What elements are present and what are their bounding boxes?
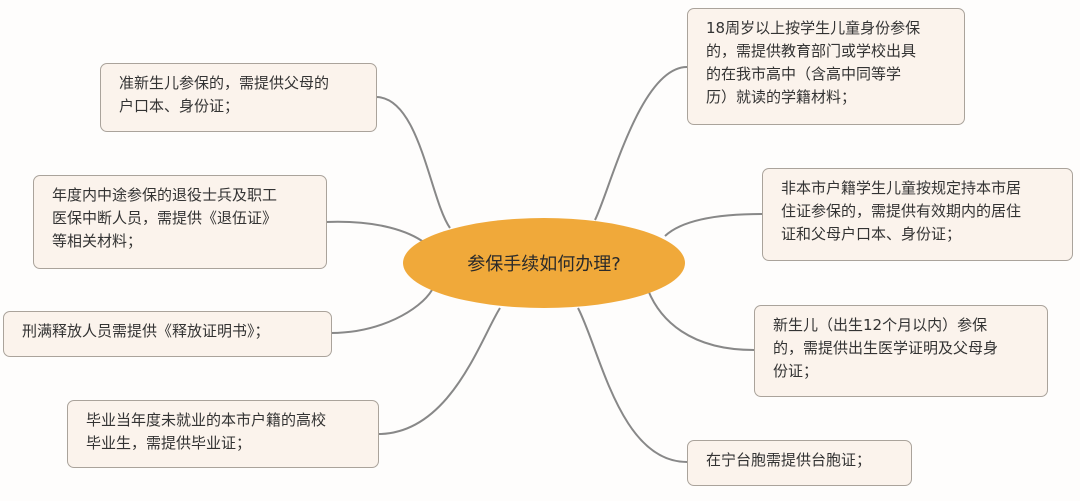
- topic-released-prisoners[interactable]: 刑满释放人员需提供《释放证明书》；: [3, 311, 332, 357]
- topic-text-line: 的在我市高中（含高中同等学: [706, 65, 902, 83]
- link-right-2: [664, 213, 763, 237]
- topic-taiwan-compatriots[interactable]: 在宁台胞需提供台胞证；: [687, 440, 912, 486]
- topic-text-line: 的，需提供教育部门或学校出具: [706, 42, 917, 60]
- topic-text-line: 毕业当年度未就业的本市户籍的高校: [86, 411, 327, 429]
- topic-veterans[interactable]: 年度内中途参保的退役士兵及职工 医保中断人员，需提供《退伍证》 等相关材料；: [33, 175, 327, 269]
- topic-text-line: 证和父母户口本、身份证；: [781, 225, 962, 243]
- link-right-4: [577, 307, 688, 463]
- topic-graduates[interactable]: 毕业当年度未就业的本市户籍的高校 毕业生，需提供毕业证；: [67, 400, 379, 468]
- topic-text-line: 准新生儿参保的，需提供父母的: [119, 74, 330, 92]
- topic-text-line: 份证；: [773, 362, 819, 380]
- link-right-3: [647, 289, 755, 351]
- central-topic-label: 参保手续如何办理?: [467, 254, 621, 275]
- topic-text-line: 非本市户籍学生儿童按规定持本市居: [781, 179, 1022, 197]
- topic-text-line: 的，需提供出生医学证明及父母身: [773, 339, 999, 357]
- central-topic[interactable]: 参保手续如何办理?: [403, 218, 685, 308]
- link-right-1: [594, 66, 688, 221]
- topic-non-local-students[interactable]: 非本市户籍学生儿童按规定持本市居 住证参保的，需提供有效期内的居住 证和父母户口…: [762, 168, 1073, 261]
- topic-newborn-to-be[interactable]: 准新生儿参保的，需提供父母的 户口本、身份证；: [100, 63, 377, 132]
- topic-text-line: 住证参保的，需提供有效期内的居住: [781, 202, 1022, 220]
- topic-text-line: 刑满释放人员需提供《释放证明书》；: [22, 322, 270, 340]
- topic-text-line: 毕业生，需提供毕业证；: [86, 434, 252, 452]
- topic-text-line: 新生儿（出生12个月以内）参保: [773, 316, 988, 334]
- topic-text-line: 等相关材料；: [52, 232, 143, 250]
- topic-text-line: 历）就读的学籍材料；: [706, 88, 857, 106]
- topic-text-line: 户口本、身份证；: [119, 97, 240, 115]
- link-left-4: [377, 307, 501, 435]
- topic-text-line: 医保中断人员，需提供《退伍证》: [52, 209, 278, 227]
- link-left-2: [325, 220, 426, 244]
- topic-text-line: 年度内中途参保的退役士兵及职工: [52, 186, 278, 204]
- link-left-3: [330, 289, 433, 334]
- topic-newborn[interactable]: 新生儿（出生12个月以内）参保 的，需提供出生医学证明及父母身 份证；: [754, 305, 1048, 397]
- topic-text-line: 18周岁以上按学生儿童身份参保: [706, 19, 921, 37]
- topic-text-line: 在宁台胞需提供台胞证；: [706, 451, 872, 469]
- topic-over-18-students[interactable]: 18周岁以上按学生儿童身份参保 的，需提供教育部门或学校出具 的在我市高中（含高…: [687, 8, 965, 125]
- link-left-1: [375, 96, 451, 229]
